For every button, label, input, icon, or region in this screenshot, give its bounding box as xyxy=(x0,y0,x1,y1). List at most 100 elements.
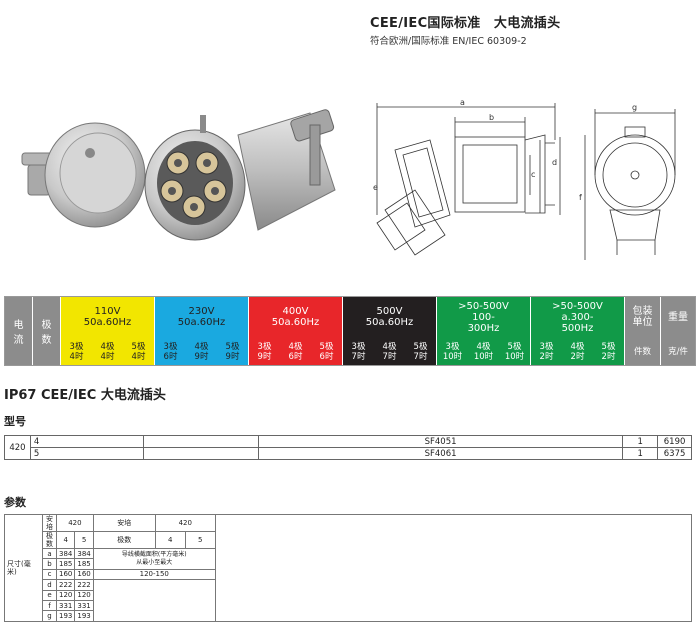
amp-label-2: 安培 xyxy=(92,514,156,532)
label-f: f xyxy=(579,193,582,202)
table-row: c 160 160 120-150 xyxy=(5,568,692,581)
dim-key: a xyxy=(42,547,57,560)
dim-key: c xyxy=(42,568,57,581)
model-weight: 6190 xyxy=(657,435,692,448)
model-number: SF4051 xyxy=(257,435,624,448)
weight-unit-label: 克/件 xyxy=(668,347,688,357)
table-row: f 331 331 xyxy=(5,599,692,612)
table-row: 420 4 SF4051 1 6190 xyxy=(4,435,692,460)
weight-label: 重量 xyxy=(668,311,688,323)
voltage-label: 400V 50a.60Hz xyxy=(271,306,320,328)
dim-v4: 185 xyxy=(55,558,76,570)
pole-label-2: 极数 xyxy=(92,531,156,549)
pole-position-cell: 4极 7时 xyxy=(382,342,397,362)
params-heading: 参数 xyxy=(4,496,26,509)
voltage-group: 500V 50a.60Hz 3极 7时 4极 7时 5极 7时 xyxy=(343,297,437,365)
pole-label: 极数 xyxy=(42,531,57,549)
pole-5b: 5 xyxy=(184,531,216,549)
product-heading: IP67 CEE/IEC 大电流插头 xyxy=(4,388,166,403)
dim-v4: 160 xyxy=(55,568,76,581)
dim-key: f xyxy=(42,599,57,612)
weight-col: 重量 克/件 xyxy=(661,297,695,365)
param-table: 尺寸(毫米) 安培 420 安培 420 极数 4 5 极数 4 5 a 384… xyxy=(4,514,693,622)
wire-value: 120-150 xyxy=(92,568,216,581)
spec-band: 电 流 极 数 110V 50a.60Hz 3极 4时 4极 4时 5极 4时 230V… xyxy=(4,296,696,366)
pole-position-cell: 3极 6时 xyxy=(163,342,178,362)
pole-position-cell: 3极 4时 xyxy=(69,342,84,362)
pole-position-cell: 4极 9时 xyxy=(194,342,209,362)
dim-key: e xyxy=(42,589,57,601)
pole-position-cell: 3极 2时 xyxy=(539,342,554,362)
dim-v5: 185 xyxy=(74,558,94,570)
current-header: 电 流 xyxy=(5,297,33,365)
label-g: g xyxy=(632,103,637,112)
label-b: b xyxy=(489,113,494,122)
model-number: SF4061 xyxy=(257,447,624,460)
table-row: 5 SF4061 1 6375 xyxy=(5,447,692,460)
pole-position-cell: 5极 10时 xyxy=(504,342,525,362)
voltage-label: 230V 50a.60Hz xyxy=(177,306,226,328)
page-title: CEE/IEC国际标准 大电流插头 xyxy=(370,16,561,31)
dim-v4: 222 xyxy=(55,579,76,591)
pole-position-cell: 3极 10时 xyxy=(442,342,463,362)
pole-4: 4 xyxy=(55,531,76,549)
pole-position-cell: 5极 4时 xyxy=(131,342,146,362)
voltage-group: 230V 50a.60Hz 3极 6时 4极 9时 5极 9时 xyxy=(155,297,249,365)
voltage-label: 500V 50a.60Hz xyxy=(365,306,414,328)
dim-v4: 120 xyxy=(55,589,76,601)
voltage-group: >50-500V 100- 300Hz 3极 10时 4极 10时 5极 10时 xyxy=(437,297,531,365)
model-heading: 型号 xyxy=(4,415,26,428)
pole-5: 5 xyxy=(74,531,94,549)
wire-label: 导线横截面积(平方毫米) 从最小至最大 xyxy=(92,548,216,570)
voltage-label: >50-500V 100- 300Hz xyxy=(458,300,509,334)
model-current: 420 xyxy=(4,435,31,460)
pole-position-cell: 5极 9时 xyxy=(225,342,240,362)
model-weight: 6375 xyxy=(657,447,692,460)
voltage-group: 110V 50a.60Hz 3极 4时 4极 4时 5极 4时 xyxy=(61,297,155,365)
pole-position-cell: 3极 9时 xyxy=(257,342,272,362)
dim-v5: 222 xyxy=(74,579,94,591)
amp-value-2: 420 xyxy=(154,514,216,532)
model-pack: 1 xyxy=(622,435,659,448)
dim-label: 尺寸(毫米) xyxy=(4,514,43,622)
table-row: a 384 384 导线横截面积(平方毫米) 从最小至最大 xyxy=(5,547,692,570)
pole-position-cell: 5极 6时 xyxy=(319,342,334,362)
pole-position-cell: 5极 2时 xyxy=(601,342,616,362)
label-e: e xyxy=(373,183,378,192)
table-row: 尺寸(毫米) 安培 420 安培 420 xyxy=(4,514,693,622)
page-subtitle: 符合欧洲/国际标准 EN/IEC 60309-2 xyxy=(370,36,527,47)
label-d: d xyxy=(552,158,557,167)
dim-v5: 331 xyxy=(74,599,94,612)
pole-position-cell: 4极 2时 xyxy=(570,342,585,362)
dim-v5: 120 xyxy=(74,589,94,601)
dim-key: g xyxy=(42,610,57,622)
amp-label: 安培 xyxy=(42,514,57,532)
table-row: g 193 193 xyxy=(5,610,692,622)
dim-v4: 384 xyxy=(55,547,76,560)
amp-value: 420 xyxy=(56,514,94,532)
pole-4b: 4 xyxy=(154,531,186,549)
poles-header: 极 数 xyxy=(33,297,61,365)
voltage-group: >50-500V a.300- 500Hz 3极 2时 4极 2时 5极 2时 xyxy=(531,297,625,365)
dimension-drawing: a b c d e f g xyxy=(373,98,676,260)
voltage-label: 110V 50a.60Hz xyxy=(83,306,132,328)
model-table: 420 4 SF4051 1 6190 5 SF4061 1 6375 xyxy=(4,435,692,460)
dim-v5: 193 xyxy=(74,610,94,622)
model-poles: 5 xyxy=(29,447,145,460)
pole-position-cell: 3极 7时 xyxy=(351,342,366,362)
voltage-label: >50-500V a.300- 500Hz xyxy=(552,300,603,334)
dim-key: b xyxy=(42,558,57,570)
label-a: a xyxy=(460,98,465,107)
pack-unit-label: 包装 单位 xyxy=(632,306,653,328)
dim-v5: 384 xyxy=(74,547,94,560)
dim-v5: 160 xyxy=(74,568,94,581)
product-photo xyxy=(21,109,336,241)
pole-position-cell: 5极 7时 xyxy=(413,342,428,362)
pole-position-cell: 4极 10时 xyxy=(473,342,494,362)
pack-unit-col: 包装 单位 件数 xyxy=(625,297,661,365)
pole-position-cell: 4极 4时 xyxy=(100,342,115,362)
dim-key: d xyxy=(42,579,57,591)
label-c: c xyxy=(531,170,535,179)
dim-v4: 331 xyxy=(55,599,76,612)
